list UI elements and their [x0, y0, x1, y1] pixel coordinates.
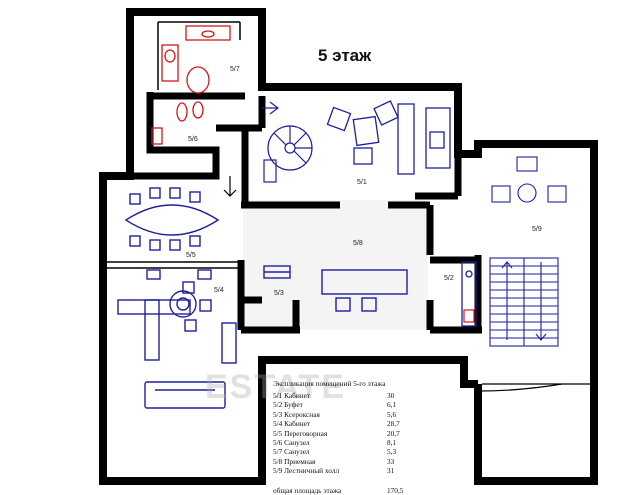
room-label-5-6: 5/6	[188, 136, 198, 143]
legend-row: 5/9 Лестничный холл 31	[273, 466, 453, 475]
legend-row: 5/2 Буфет 6,1	[273, 400, 453, 409]
kitchen-sink	[463, 309, 475, 323]
legend-row: 5/8 Приемная 33	[273, 457, 453, 466]
legend-room-name: 5/6 Санузел	[273, 437, 310, 447]
legend-room-area: 31	[387, 466, 395, 476]
legend-title: Экспликация помещений 5-го этажа	[273, 379, 386, 388]
legend-room-name: 5/5 Переговорная	[273, 428, 328, 438]
legend-room-area: 5,3	[387, 447, 397, 457]
legend-room-name: 5/7 Санузел	[273, 447, 310, 457]
legend-room-area: 30	[387, 391, 395, 400]
legend-row: 5/5 Переговорная 20,7	[273, 429, 453, 438]
legend-room-area: 5,6	[387, 409, 397, 419]
partitions	[103, 21, 241, 269]
room-label-5-8: 5/8	[353, 240, 363, 247]
arrow-down-icon	[223, 176, 237, 197]
legend-room-area: 6,1	[387, 400, 397, 410]
legend-row: 5/4 Кабинет 28,7	[273, 419, 453, 428]
legend-room-area: 8,1	[387, 437, 397, 447]
legend-room-area: 33	[387, 456, 395, 466]
legend-row: 5/6 Санузел 8,1	[273, 438, 453, 447]
spiral-stair	[262, 101, 313, 183]
legend: Экспликация помещений 5-го этажа 5/1 Каб…	[273, 379, 453, 495]
entry-door	[477, 383, 594, 392]
staircase	[489, 156, 567, 347]
room-label-5-3: 5/3	[274, 290, 284, 297]
legend-room-name: 5/4 Кабинет	[273, 419, 311, 429]
office-4-furniture	[117, 269, 237, 409]
room-label-5-5: 5/5	[186, 252, 196, 259]
legend-room-name: 5/1 Кабинет	[273, 391, 311, 400]
meeting-table	[124, 187, 220, 251]
legend-total-label: общая площадь этажа	[273, 485, 342, 495]
legend-room-name: 5/9 Лестничный холл	[273, 466, 340, 476]
interior-walls	[103, 92, 482, 334]
legend-room-name: 5/2 Буфет	[273, 400, 303, 410]
legend-room-name: 5/3 Ксероксная	[273, 409, 320, 419]
room-label-5-1: 5/1	[357, 179, 367, 186]
legend-row: 5/7 Санузел 5,3	[273, 447, 453, 456]
reception-furniture	[263, 265, 408, 312]
room-label-5-4: 5/4	[214, 287, 224, 294]
legend-row: 5/1 Кабинет 30	[273, 391, 453, 400]
office-1-furniture	[326, 100, 451, 175]
legend-room-name: 5/8 Приемная	[273, 456, 316, 466]
floor-title: 5 этаж	[318, 46, 372, 65]
legend-total: общая площадь этажа 170,5	[273, 486, 453, 495]
legend-row: 5/3 Ксероксная 5,6	[273, 410, 453, 419]
wc-fixtures-lower	[151, 101, 204, 145]
watermark: ESTATE	[205, 368, 347, 406]
kitchen-fixtures	[461, 261, 477, 327]
room-label-5-9: 5/9	[532, 226, 542, 233]
legend-room-area: 20,7	[387, 428, 400, 438]
legend-total-value: 170,5	[387, 485, 404, 495]
room-label-5-2: 5/2	[444, 275, 454, 282]
room-label-5-7: 5/7	[230, 66, 240, 73]
wc-fixtures-upper	[161, 25, 231, 94]
legend-room-area: 28,7	[387, 419, 400, 429]
